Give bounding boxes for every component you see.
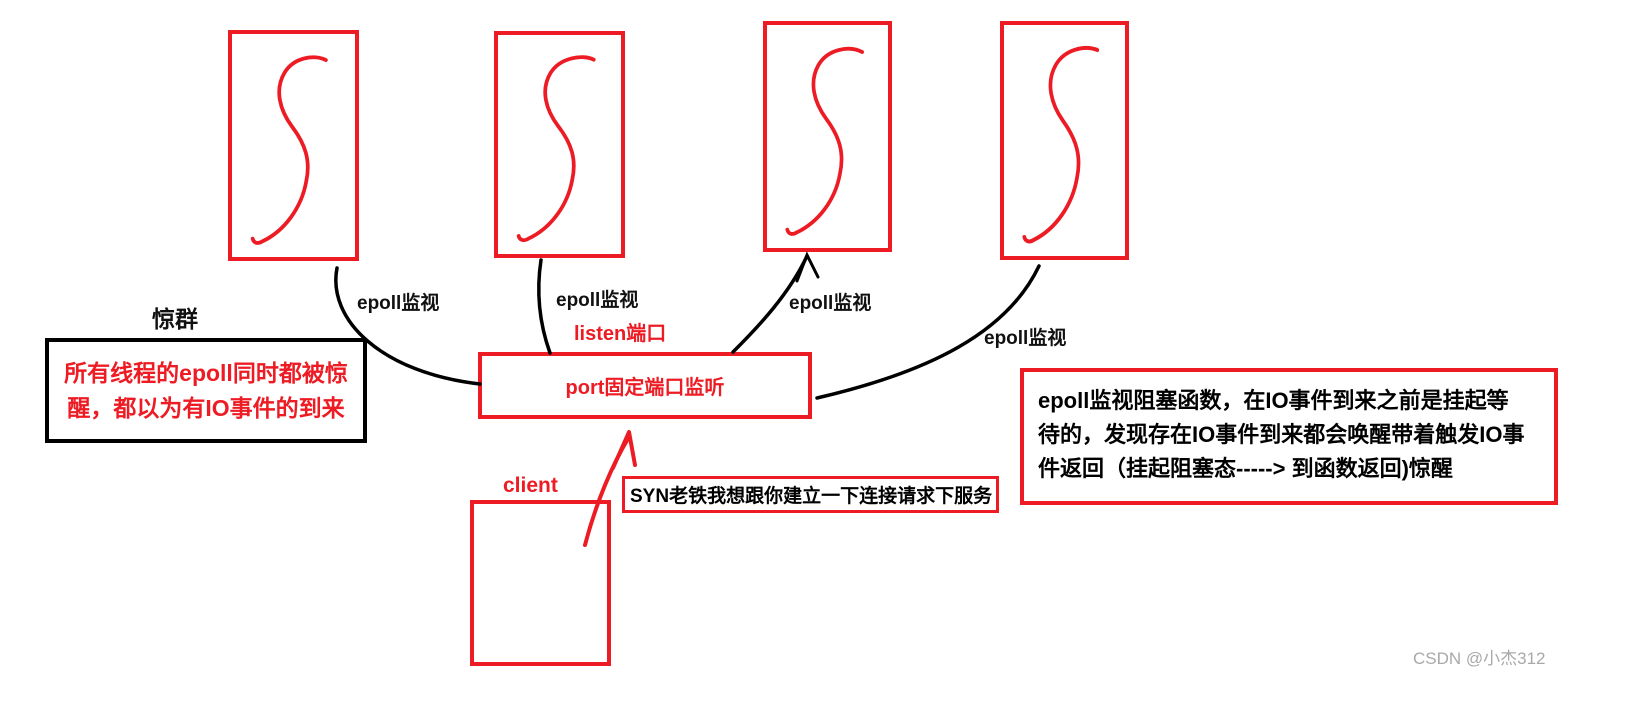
client-label: client [503,474,558,497]
thundering-herd-label: 惊群 [152,306,198,332]
epoll-watch-label-1: epoll监视 [357,293,440,314]
thread-s-curve-icon [785,47,864,236]
syn-request-box: SYN老铁我想跟你建立一下连接请求下服务 [622,476,999,513]
epoll-note-line-1: epoll监视阻塞函数，在IO事件到来之前是挂起等 [1038,388,1509,413]
thread-box-4 [1000,21,1129,260]
thread-s-curve-icon [250,55,328,245]
herd-note-line-1: 所有线程的epoll同时都被惊 [64,360,348,386]
epoll-note-line-3: 件返回（挂起阻塞态-----> 到函数返回)惊醒 [1038,456,1453,482]
epoll-note-box: epoll监视阻塞函数，在IO事件到来之前是挂起等 待的，发现存在IO事件到来都… [1020,368,1558,505]
connector-thread2-to-port [537,258,552,355]
thread-box-2 [494,31,625,258]
thread-box-1 [228,30,359,261]
syn-request-label: SYN老铁我想跟你建立一下连接请求下服务 [630,486,993,507]
connector-thread3-arrowhead-icon [795,251,820,283]
thread-s-curve-icon [1022,45,1100,244]
epoll-watch-label-2: epoll监视 [556,290,639,311]
thread-s-curve-icon [516,55,596,243]
epoll-watch-label-4: epoll监视 [984,328,1067,349]
port-listener-box: port固定端口监听 [478,352,812,419]
thundering-herd-note-box: 所有线程的epoll同时都被惊 醒，都以为有IO事件的到来 [45,338,367,443]
herd-note-line-2: 醒，都以为有IO事件的到来 [67,394,345,421]
client-box [470,500,611,666]
csdn-watermark: CSDN @小杰312 [1413,649,1546,668]
thread-box-3 [763,21,892,252]
epoll-watch-label-3: epoll监视 [789,293,872,314]
epoll-note-line-2: 待的，发现存在IO事件到来都会唤醒带着触发IO事 [1038,422,1525,448]
port-listener-label: port固定端口监听 [565,377,725,399]
listen-port-label: listen端口 [574,323,667,345]
client-arrowhead-icon [611,430,637,470]
